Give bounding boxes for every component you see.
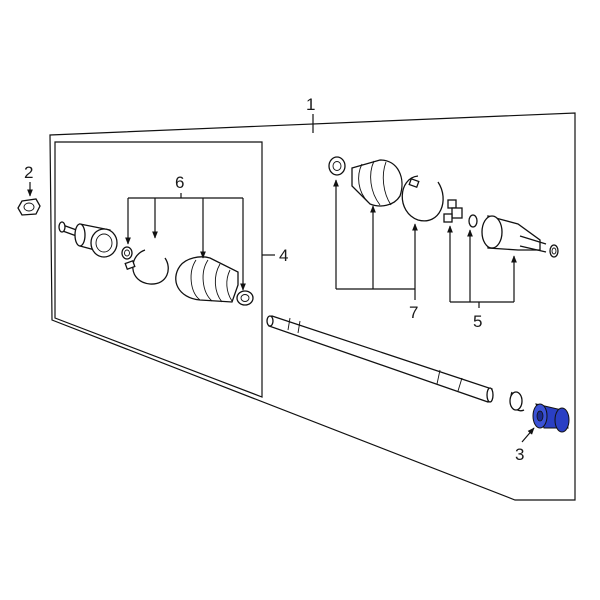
boot-clamp-small-left <box>236 290 254 306</box>
callout-5-label: 5 <box>473 312 482 331</box>
tripod-joint <box>443 199 463 223</box>
axle-nut <box>17 198 41 216</box>
dust-seal <box>509 391 525 412</box>
inner-joint-kit-box <box>54 141 263 398</box>
callout-3-leader <box>521 427 535 443</box>
axle-shaft <box>266 315 494 403</box>
snap-ring-right <box>468 214 478 228</box>
boot-clamp-large-left <box>124 249 169 285</box>
callout-6-leader <box>125 193 246 291</box>
boot-clamp-small-right <box>328 156 346 176</box>
callout-7-label: 7 <box>409 303 418 322</box>
cv-boot-right <box>351 159 403 207</box>
callout-5-leader <box>447 225 517 308</box>
callout-3-label: 3 <box>515 445 524 464</box>
inner-cv-housing <box>481 215 547 253</box>
callout-2-label: 2 <box>24 163 33 182</box>
outer-cv-joint-left <box>58 221 118 258</box>
callout-4-label: 4 <box>279 246 288 265</box>
assembly-outline <box>49 112 576 501</box>
callout-1-label: 1 <box>306 95 315 114</box>
boot-clamp-large-right <box>401 175 444 222</box>
callout-7-leader <box>333 179 418 300</box>
seal-ring-right-end <box>549 244 559 258</box>
highlighted-bearing-part-3 <box>532 403 570 433</box>
cv-boot-left <box>175 256 239 303</box>
seal-ring-left <box>121 246 133 260</box>
callout-6-label: 6 <box>175 173 184 192</box>
